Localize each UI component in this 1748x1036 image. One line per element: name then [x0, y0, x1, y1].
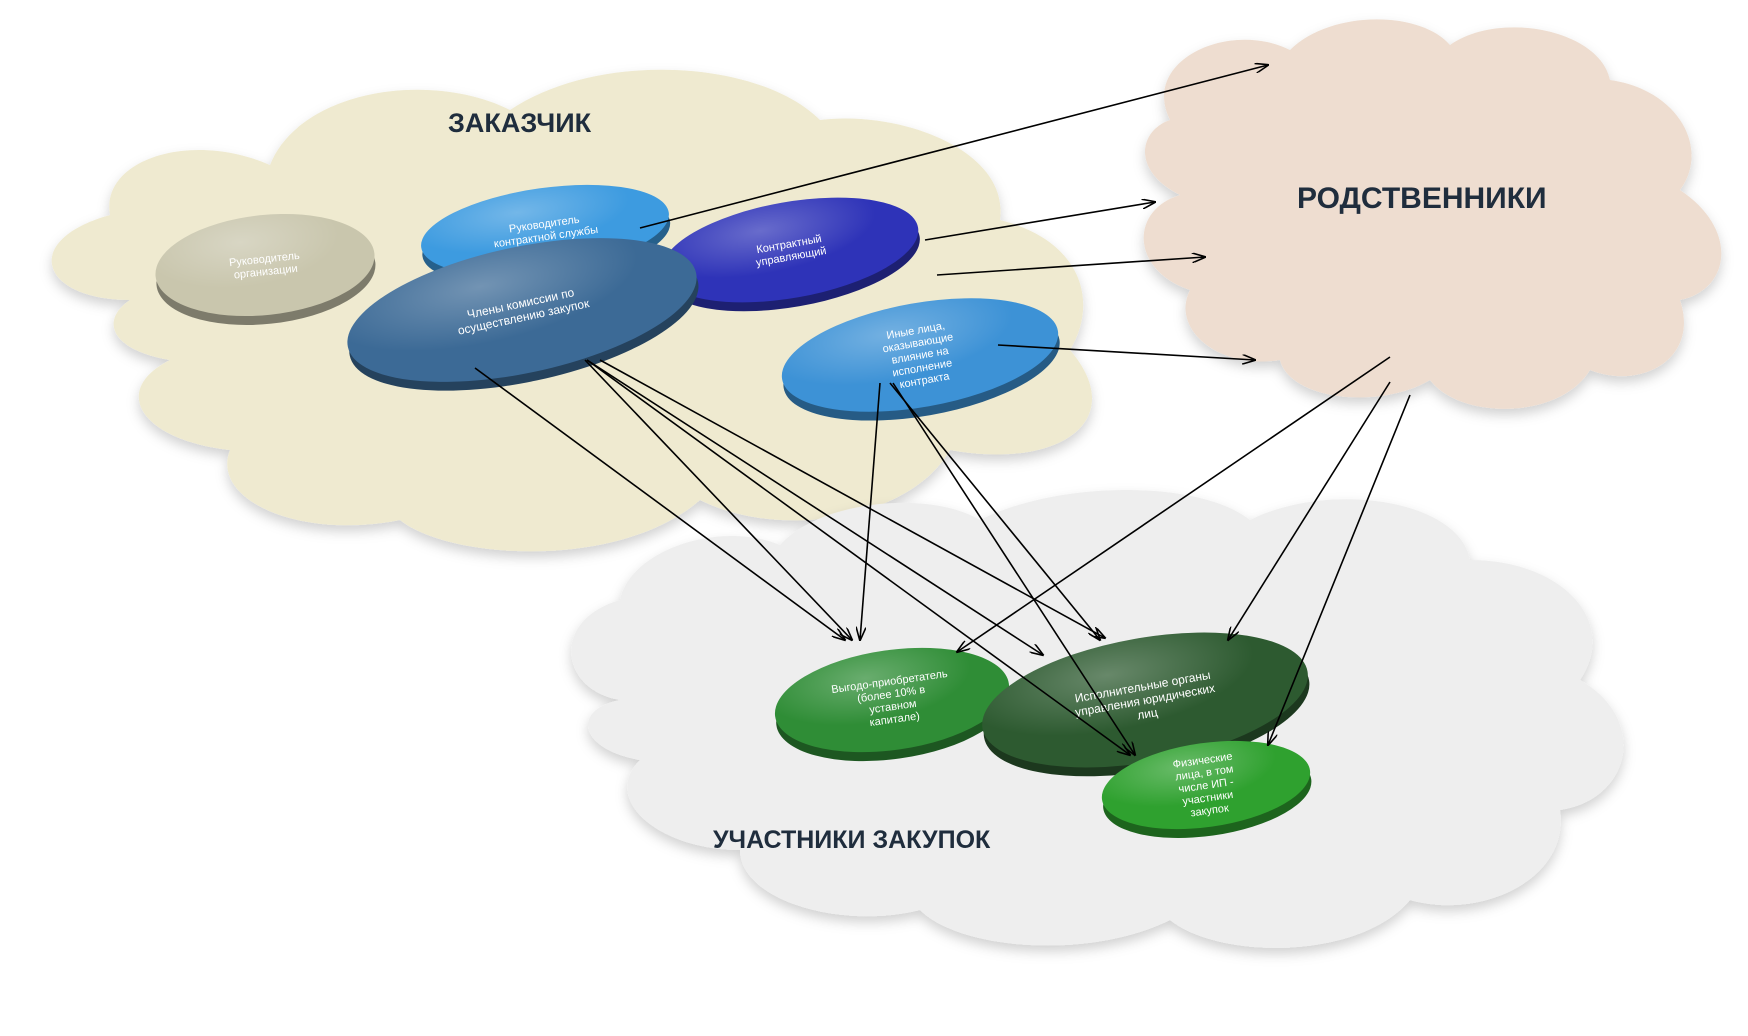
arrow-9: [586, 359, 1130, 755]
node-manager: Контрактныйуправляющий: [661, 197, 920, 312]
arrow-1: [639, 65, 1268, 229]
cloud-relatives: [1143, 19, 1722, 409]
arrow-7: [586, 359, 1043, 655]
node-commission: Члены комиссии поосуществлению закупок: [347, 238, 699, 391]
arrow-2: [924, 202, 1155, 241]
participants-group-label: УЧАСТНИКИ ЗАКУПОК: [713, 826, 991, 854]
node-head-gloss: [155, 213, 375, 317]
node-individuals: Физическиелица, в томчисле ИП -участники…: [1101, 740, 1312, 838]
node-commission-gloss: [347, 238, 697, 382]
node-others-label: Иные лица,оказывающиевлияние наисполнени…: [879, 319, 960, 393]
arrow-11: [889, 382, 1100, 640]
arrow-13: [957, 356, 1391, 652]
node-individuals-gloss: [1101, 740, 1311, 830]
node-head: Руководительорганизации: [155, 213, 376, 325]
arrows-group: [474, 65, 1411, 755]
arrow-4: [997, 344, 1255, 360]
node-others: Иные лица,оказывающиевлияние наисполнени…: [781, 298, 1060, 421]
arrow-10: [860, 382, 881, 640]
arrow-3: [936, 257, 1205, 276]
relatives-group-label: РОДСТВЕННИКИ: [1297, 182, 1547, 215]
node-manager-gloss: [661, 197, 919, 303]
customer-group-label: ЗАКАЗЧИК: [448, 108, 592, 138]
arrow-12: [892, 382, 1135, 755]
arrow-5: [474, 367, 845, 640]
node-executives-gloss: [982, 632, 1308, 768]
node-beneficiary-gloss: [774, 647, 1010, 753]
arrow-15: [1268, 394, 1411, 745]
node-beneficiary: Выгодо-приобретатель(более 10% вуставном…: [774, 647, 1011, 762]
arrow-8: [599, 359, 1105, 638]
node-others-gloss: [781, 298, 1059, 412]
arrow-6: [584, 359, 852, 640]
node-individuals-label: Физическиелица, в томчисле ИП -участники…: [1172, 751, 1240, 821]
arrow-14: [1228, 381, 1391, 640]
